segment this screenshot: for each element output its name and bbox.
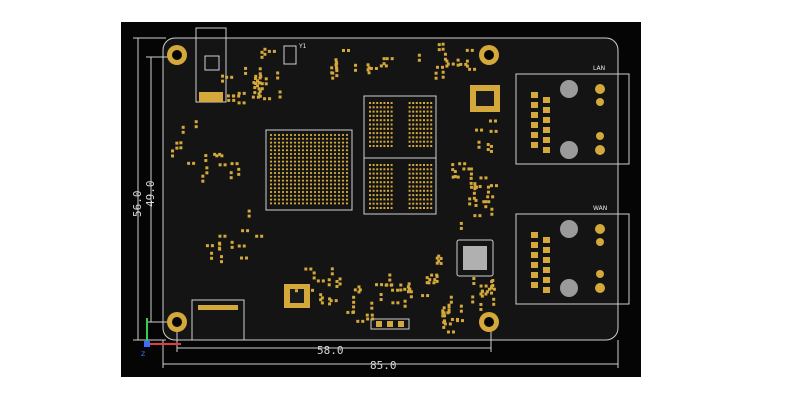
mounting-hole [479, 45, 499, 65]
crystal-y1-label: Y1 [298, 43, 307, 50]
mounting-hole [167, 312, 187, 332]
mounting-holes [167, 45, 499, 332]
wan-label: WAN [593, 205, 607, 212]
dimension-height-total [133, 37, 166, 341]
pcb-svg: 56.0 49.0 58.0 85.0 z [131, 27, 630, 372]
mounting-hole [479, 312, 499, 332]
usb-connector [191, 299, 245, 341]
lan-label: LAN [593, 65, 605, 72]
jack-pins [531, 92, 550, 293]
lan-jack [515, 73, 630, 165]
wan-jack [515, 213, 630, 305]
axis-indicator: z [141, 318, 181, 358]
board-outline [162, 37, 619, 341]
phy-qfn-top [470, 85, 500, 112]
phy-qfn-bottom [456, 239, 494, 277]
mounting-hole [167, 45, 187, 65]
pcb-drawing: 56.0 49.0 58.0 85.0 z [121, 22, 641, 377]
usb-hub-qfn [284, 284, 310, 308]
dimension-height-hole-label: 49.0 [144, 181, 157, 208]
crystal-y1 [283, 45, 297, 65]
dimension-width-hole-label: 58.0 [317, 344, 344, 357]
dram-2-outline [363, 157, 437, 215]
passive-components [171, 42, 498, 334]
dram-pads [369, 102, 433, 209]
power-jack [195, 27, 227, 103]
soc-bga-outline [265, 129, 353, 211]
axis-label-z: z [141, 349, 145, 358]
dimension-height-total-label: 56.0 [131, 191, 144, 218]
dimension-width-total-label: 85.0 [370, 359, 397, 372]
soc-bga-pads [269, 133, 349, 205]
pin-header [370, 318, 410, 330]
